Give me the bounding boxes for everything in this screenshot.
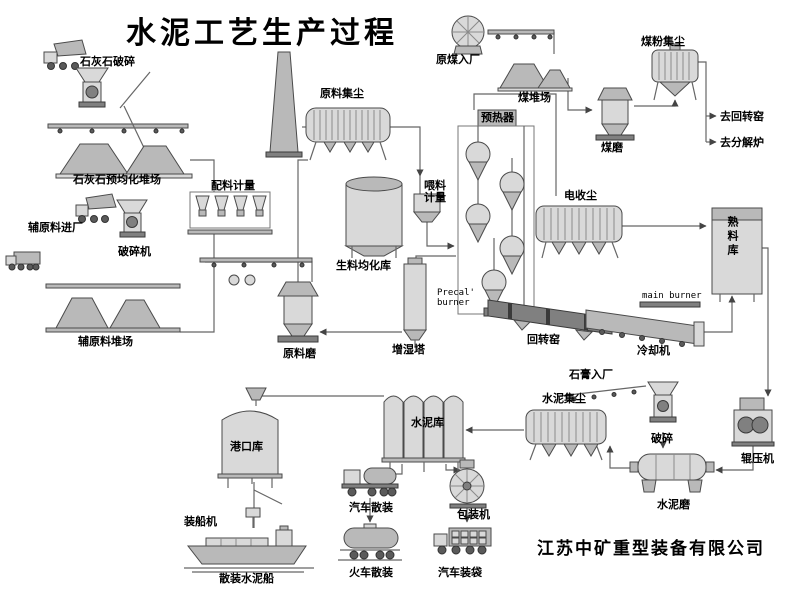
limestone-dump-truck-graphic bbox=[43, 39, 87, 70]
raw-mill-graphic bbox=[277, 281, 319, 343]
label-limestone-yard: 石灰石预均化堆场 bbox=[73, 174, 161, 186]
gypsum-conveyor-graphic bbox=[559, 385, 647, 402]
label-crusher-machine: 破碎机 bbox=[118, 246, 151, 258]
label-coal-yard: 煤堆场 bbox=[518, 92, 551, 104]
cooler-graphic bbox=[585, 301, 705, 347]
coal-yard-graphic bbox=[497, 63, 573, 92]
label-feed-metering: 喂料 计量 bbox=[424, 180, 446, 204]
label-truck-bulk: 汽车散装 bbox=[349, 502, 393, 514]
cement-ball-mill-graphic bbox=[629, 453, 715, 493]
label-truck-bagging: 汽车装袋 bbox=[438, 567, 482, 579]
preheater-tower-graphic bbox=[457, 109, 535, 317]
raw-dust-collector-graphic bbox=[305, 107, 391, 161]
esp-graphic bbox=[535, 205, 623, 259]
label-port-silo: 港口库 bbox=[230, 441, 263, 453]
label-train-bulk: 火车散装 bbox=[349, 567, 393, 579]
humidifier-tower-graphic bbox=[403, 257, 427, 346]
label-humidifier-tower: 增湿塔 bbox=[392, 344, 425, 356]
bagging-truck-graphic bbox=[433, 527, 492, 555]
label-cement-dust: 水泥集尘 bbox=[542, 393, 586, 405]
batching-station-graphic bbox=[187, 191, 273, 235]
label-cooler: 冷却机 bbox=[637, 345, 670, 357]
label-bulk-ship: 散装水泥船 bbox=[219, 573, 274, 585]
label-ship-loader: 装船机 bbox=[184, 516, 217, 528]
coal-dust-collector-graphic bbox=[651, 43, 699, 101]
label-packer: 包装机 bbox=[457, 509, 490, 521]
batching-conveyor-graphic bbox=[199, 257, 313, 286]
label-raw-dust: 原料集尘 bbox=[320, 88, 364, 100]
aux-material-truck-graphic bbox=[75, 193, 117, 223]
feed-metering-graphic bbox=[412, 193, 442, 223]
bulk-ship-graphic bbox=[184, 525, 314, 573]
limestone-crusher-graphic bbox=[75, 67, 151, 109]
aux-crusher-graphic bbox=[116, 199, 148, 238]
packing-machine-graphic bbox=[449, 459, 487, 509]
roller-press-graphic bbox=[731, 397, 775, 447]
label-roller-press: 辊压机 bbox=[741, 453, 774, 465]
label-coal-dust: 煤粉集尘 bbox=[641, 36, 685, 48]
bulk-cement-truck-graphic bbox=[341, 467, 399, 497]
label-raw-meal-silo: 生料均化库 bbox=[336, 260, 391, 272]
label-cement-silo: 水泥库 bbox=[411, 417, 444, 429]
label-to-calciner: 去分解炉 bbox=[720, 137, 764, 149]
label-preheater: 预热器 bbox=[481, 112, 514, 124]
aux-material-yard-graphic bbox=[45, 283, 181, 333]
label-limestone-crushing: 石灰石破碎 bbox=[80, 56, 135, 68]
gypsum-crusher-graphic bbox=[647, 381, 679, 423]
company-name: 江苏中矿重型装备有限公司 bbox=[537, 539, 765, 558]
diagram-title: 水泥工艺生产过程 bbox=[126, 16, 398, 51]
train-tank-car-graphic bbox=[338, 523, 402, 561]
port-silo-graphic bbox=[217, 387, 283, 488]
label-to-kiln: 去回转窑 bbox=[720, 111, 764, 123]
label-aux-entry: 辅原料进厂 bbox=[28, 222, 83, 234]
chimney-graphic bbox=[265, 51, 303, 158]
label-precal-burner: Precal' burner bbox=[437, 288, 475, 308]
limestone-preblending-yard-graphic bbox=[55, 105, 193, 179]
limestone-conveyor-graphic bbox=[47, 123, 189, 134]
label-coal-entry: 原煤入厂 bbox=[436, 54, 480, 66]
cement-silos-graphic bbox=[381, 395, 466, 472]
label-esp: 电收尘 bbox=[564, 190, 597, 202]
label-aux-yard: 辅原料堆场 bbox=[78, 336, 133, 348]
label-gypsum-entry: 石膏入厂 bbox=[569, 369, 613, 381]
small-dump-truck-graphic bbox=[5, 251, 41, 271]
label-main-burner: main burner bbox=[642, 291, 702, 301]
ship-loader-graphic bbox=[245, 482, 283, 528]
label-cement-mill: 水泥磨 bbox=[657, 499, 690, 511]
label-crushing: 破碎 bbox=[651, 433, 673, 445]
cement-dust-collector-graphic bbox=[525, 409, 607, 461]
raw-meal-silo-graphic bbox=[344, 176, 404, 258]
clinker-silo-graphic bbox=[711, 207, 763, 302]
label-raw-mill: 原料磨 bbox=[283, 348, 316, 360]
coal-mill-graphic bbox=[595, 87, 635, 141]
label-coal-mill: 煤磨 bbox=[601, 142, 623, 154]
label-batching: 配料计量 bbox=[211, 180, 255, 192]
label-clinker-silo: 熟料库 bbox=[726, 216, 738, 258]
coal-intake-mill-graphic bbox=[451, 15, 555, 55]
label-rotary-kiln: 回转窑 bbox=[527, 334, 560, 346]
